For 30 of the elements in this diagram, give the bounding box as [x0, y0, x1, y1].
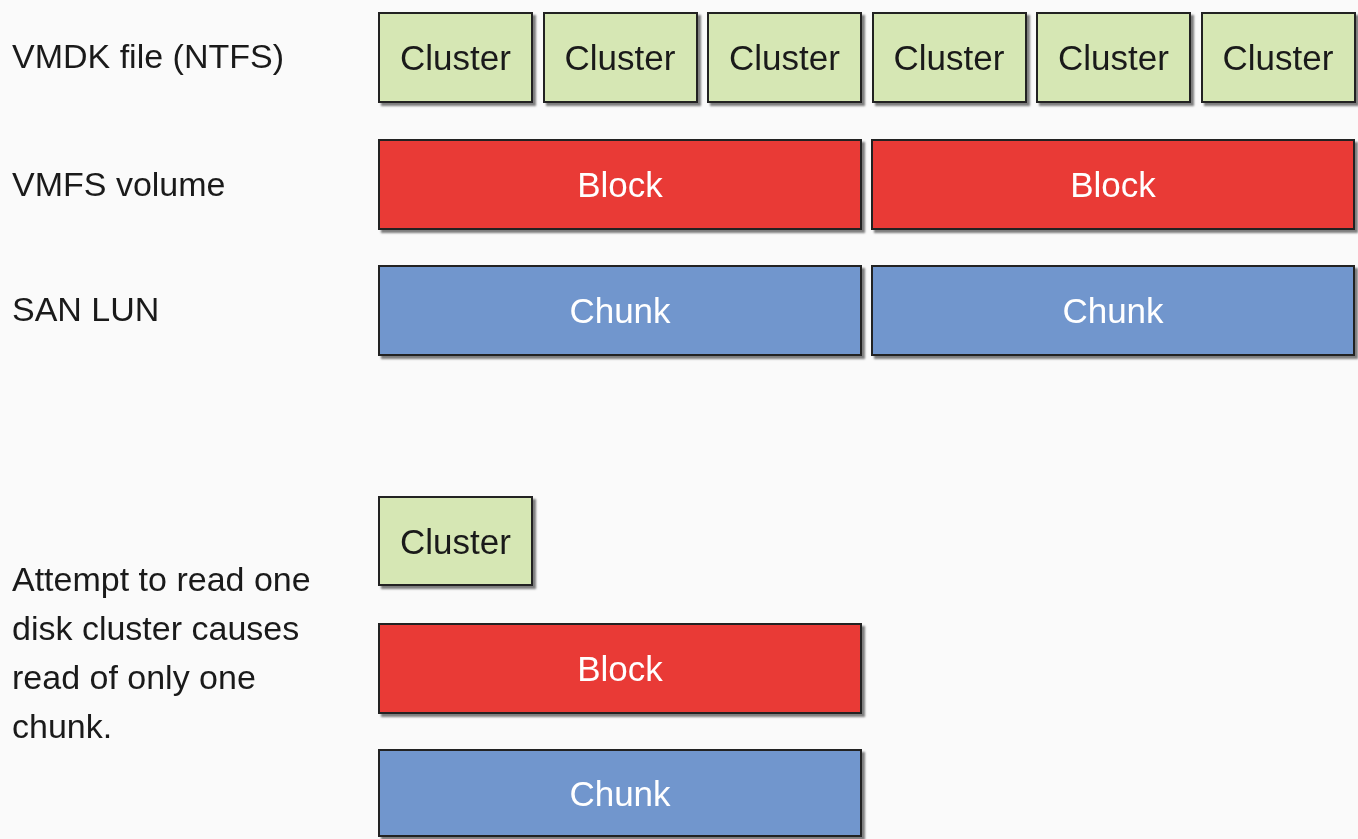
box-label: Block [577, 167, 663, 202]
row-label: VMDK file (NTFS) [12, 36, 285, 77]
chunk-box [378, 749, 862, 837]
box-label: Chunk [569, 293, 671, 328]
box-label: Cluster [1222, 40, 1334, 75]
cluster-box [1036, 12, 1191, 103]
block-box [378, 139, 862, 230]
chunk-box [378, 265, 862, 356]
box-label: Chunk [569, 775, 671, 811]
row-label: VMFS volume [12, 164, 227, 205]
block-box [871, 139, 1355, 230]
cluster-box [378, 496, 533, 586]
box-label: Cluster [564, 40, 676, 75]
chunk-box [871, 265, 1355, 356]
box-label: Block [1070, 167, 1156, 202]
block-box [378, 623, 862, 714]
box-label: Cluster [400, 523, 511, 559]
box-label: Cluster [729, 40, 840, 75]
cluster-box [707, 12, 862, 103]
note-text: Attempt to read one disk cluster causes read of only one chunk. [12, 559, 312, 747]
cluster-box [871, 12, 1027, 103]
cluster-box [378, 12, 533, 103]
box-label: Cluster [1058, 40, 1169, 75]
cluster-box [1200, 12, 1356, 103]
box-label: Block [577, 651, 663, 686]
cluster-box [542, 12, 698, 103]
box-label: Chunk [1062, 293, 1164, 328]
row-label: SAN LUN [12, 289, 161, 330]
box-label: Cluster [893, 40, 1005, 75]
box-label: Cluster [400, 40, 511, 75]
